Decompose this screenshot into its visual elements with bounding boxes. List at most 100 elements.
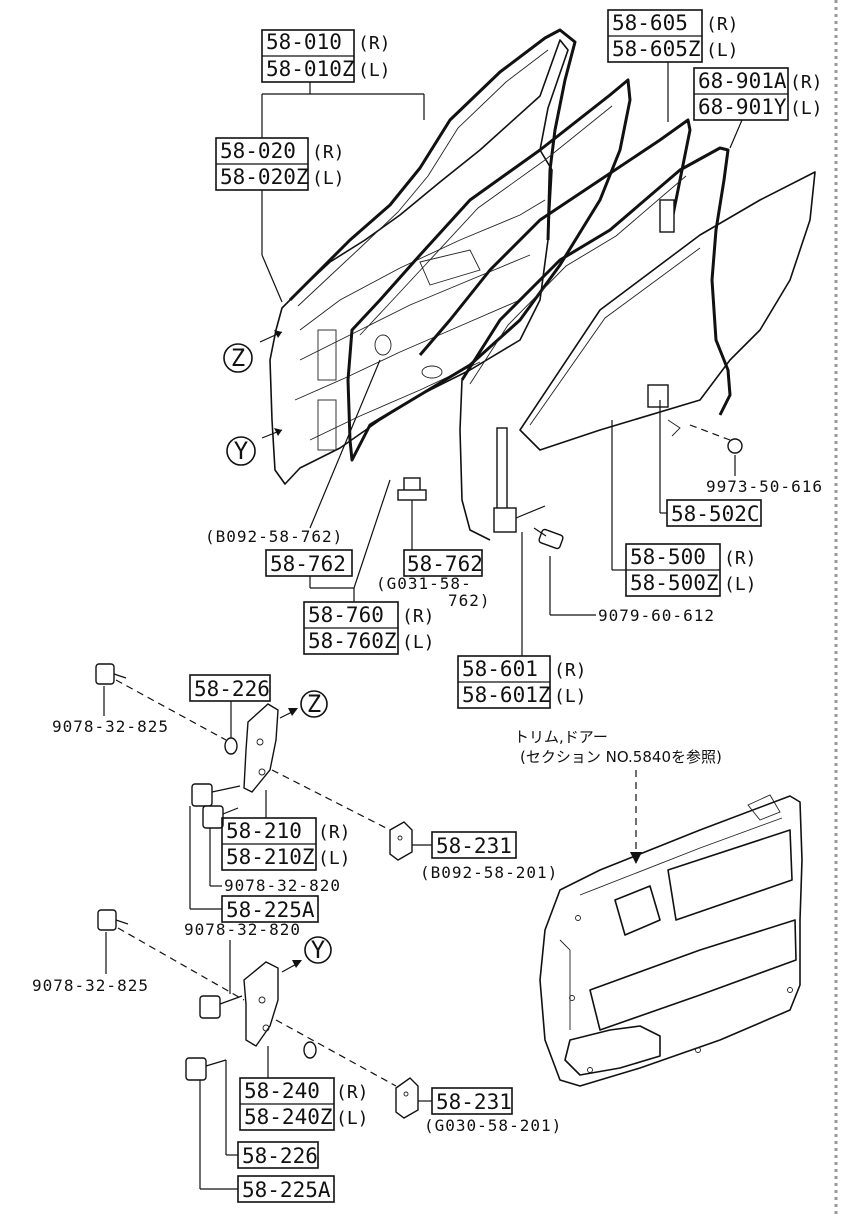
callout-z-label: Z xyxy=(231,344,245,372)
belt-weatherstrip-lower xyxy=(459,379,491,541)
side-left: (L) xyxy=(790,98,823,119)
trim-pocket xyxy=(589,919,797,1031)
label-9078-32-825-lower: 9078-32-825 xyxy=(32,932,149,995)
side-right: (R) xyxy=(706,14,739,35)
part-number: 68-901Y xyxy=(698,95,787,119)
side-right: (R) xyxy=(336,1082,369,1103)
bolt-9078-825-upper xyxy=(95,663,227,741)
bolt-lower-2 xyxy=(185,1057,227,1081)
label-58-605: 58-605 58-605Z (R) (L) xyxy=(607,9,739,122)
part-number: 58-231 xyxy=(436,1090,512,1114)
hinge-pocket-lower xyxy=(317,399,337,451)
shim-plate-upper xyxy=(389,821,413,861)
ref-number: (G030-58-201) xyxy=(424,1116,562,1135)
part-number: 58-760 xyxy=(308,603,384,627)
door-panel-outline xyxy=(269,39,569,485)
label-58-231-lower: 58-231 (G030-58-201) xyxy=(418,1087,562,1135)
callout-y-door: Y xyxy=(226,428,283,466)
side-left: (L) xyxy=(336,1108,369,1129)
glass-guide-clip xyxy=(647,384,669,408)
side-left: (L) xyxy=(554,686,587,707)
bolt-upper-2 xyxy=(202,805,239,829)
part-number: 58-010 xyxy=(266,30,342,54)
glass-highlight xyxy=(529,247,701,426)
label-58-760: 58-760 58-760Z (R) (L) xyxy=(303,479,435,655)
trim-left-edge xyxy=(559,939,571,1030)
door-assembly-drawing xyxy=(269,28,816,550)
part-number: 58-500Z xyxy=(630,571,719,595)
ref-number: 9078-32-820 xyxy=(184,920,301,939)
side-right: (R) xyxy=(312,142,345,163)
weatherstrip-outer xyxy=(288,28,577,302)
callout-z-door: Z xyxy=(223,330,283,373)
sash-channel xyxy=(496,427,508,511)
ref-number: 9973-50-616 xyxy=(706,477,823,496)
door-glass xyxy=(519,171,816,451)
weatherstrip-inner-line xyxy=(359,105,613,336)
weatherstrip-outer-inner-line xyxy=(297,49,549,307)
glass-run-channel xyxy=(418,118,692,356)
part-number: 68-901A xyxy=(698,69,787,93)
bolt-9078-825-lower xyxy=(97,909,245,1001)
part-number: 58-605 xyxy=(612,11,688,35)
label-58-240: 58-240 58-240Z (R) (L) xyxy=(239,1046,369,1131)
part-number: 58-231 xyxy=(436,834,512,858)
ref-number: 9078-32-825 xyxy=(32,976,149,995)
hinge-plate-lower xyxy=(243,961,279,1047)
weatherstrip-inner-loop xyxy=(346,78,632,462)
belt-weatherstrip xyxy=(460,146,732,416)
part-number: 58-502C xyxy=(671,502,760,526)
side-left: (L) xyxy=(706,40,739,61)
ref-number: 9078-32-820 xyxy=(224,876,341,895)
clip-58-762 xyxy=(397,477,427,501)
sash-foot xyxy=(493,507,517,533)
part-number: 58-601 xyxy=(462,657,538,681)
label-58-226-lower: 58-226 xyxy=(225,1060,319,1169)
label-68-901: 68-901A 68-901Y (R) (L) xyxy=(693,67,823,149)
label-58-225a-lower: 58-225A xyxy=(199,1080,335,1203)
part-number: 58-601Z xyxy=(462,683,551,707)
label-9079-60-612: 9079-60-612 xyxy=(549,556,714,625)
sash-bolt-axis xyxy=(515,505,546,519)
door-trim-note: トリム,ドアー (セクション NO.5840を参照) xyxy=(514,728,722,864)
callout-y-hinge: Y xyxy=(311,936,326,964)
label-58-502c: 58-502C xyxy=(659,400,762,527)
label-58-601: 58-601 58-601Z (R) (L) xyxy=(457,532,587,709)
side-right: (R) xyxy=(790,72,823,93)
ref-number: (G031-58- xyxy=(376,574,472,593)
upper-hinge-drawing: Z xyxy=(95,663,413,861)
label-58-500: 58-500 58-500Z (R) (L) xyxy=(611,420,757,597)
frame-detail-3 xyxy=(294,299,521,401)
label-58-210: 58-210 58-210Z (R) (L) xyxy=(221,790,351,871)
label-58-231-upper: 58-231 (B092-58-201) xyxy=(412,831,558,882)
part-number: 58-240Z xyxy=(244,1105,333,1129)
hinge-plate-upper xyxy=(243,703,279,793)
speaker-hole xyxy=(419,249,481,286)
label-58-020: 58-020 58-020Z (R) (L) xyxy=(215,137,345,303)
part-number: 58-226 xyxy=(194,677,270,701)
trim-note-line1: トリム,ドアー xyxy=(514,728,608,746)
callout-z-hinge: Z xyxy=(307,690,321,718)
label-58-226-upper: 58-226 xyxy=(189,674,271,738)
part-number: 58-500 xyxy=(630,545,706,569)
callout-y-label: Y xyxy=(234,437,249,465)
ref-number: (B092-58-762) xyxy=(205,527,343,546)
side-right: (R) xyxy=(402,606,435,627)
part-number: 58-210Z xyxy=(226,845,315,869)
ref-number: (B092-58-201) xyxy=(420,863,558,882)
side-left: (L) xyxy=(402,632,435,653)
belt-weatherstrip-line xyxy=(469,175,687,385)
trim-top-line xyxy=(579,817,783,896)
side-left: (L) xyxy=(724,574,757,595)
run-channel-foot xyxy=(659,199,675,233)
part-number: 58-226 xyxy=(242,1144,318,1168)
latch-hole xyxy=(374,334,392,356)
washer-upper xyxy=(224,737,238,755)
part-number: 58-210 xyxy=(226,819,302,843)
part-number: 58-605Z xyxy=(612,37,701,61)
lower-hinge-drawing: 9078-32-820 Y xyxy=(97,909,419,1119)
door-trim-panel xyxy=(539,794,803,1087)
trim-note-line2: (セクション NO.5840を参照) xyxy=(520,748,722,766)
